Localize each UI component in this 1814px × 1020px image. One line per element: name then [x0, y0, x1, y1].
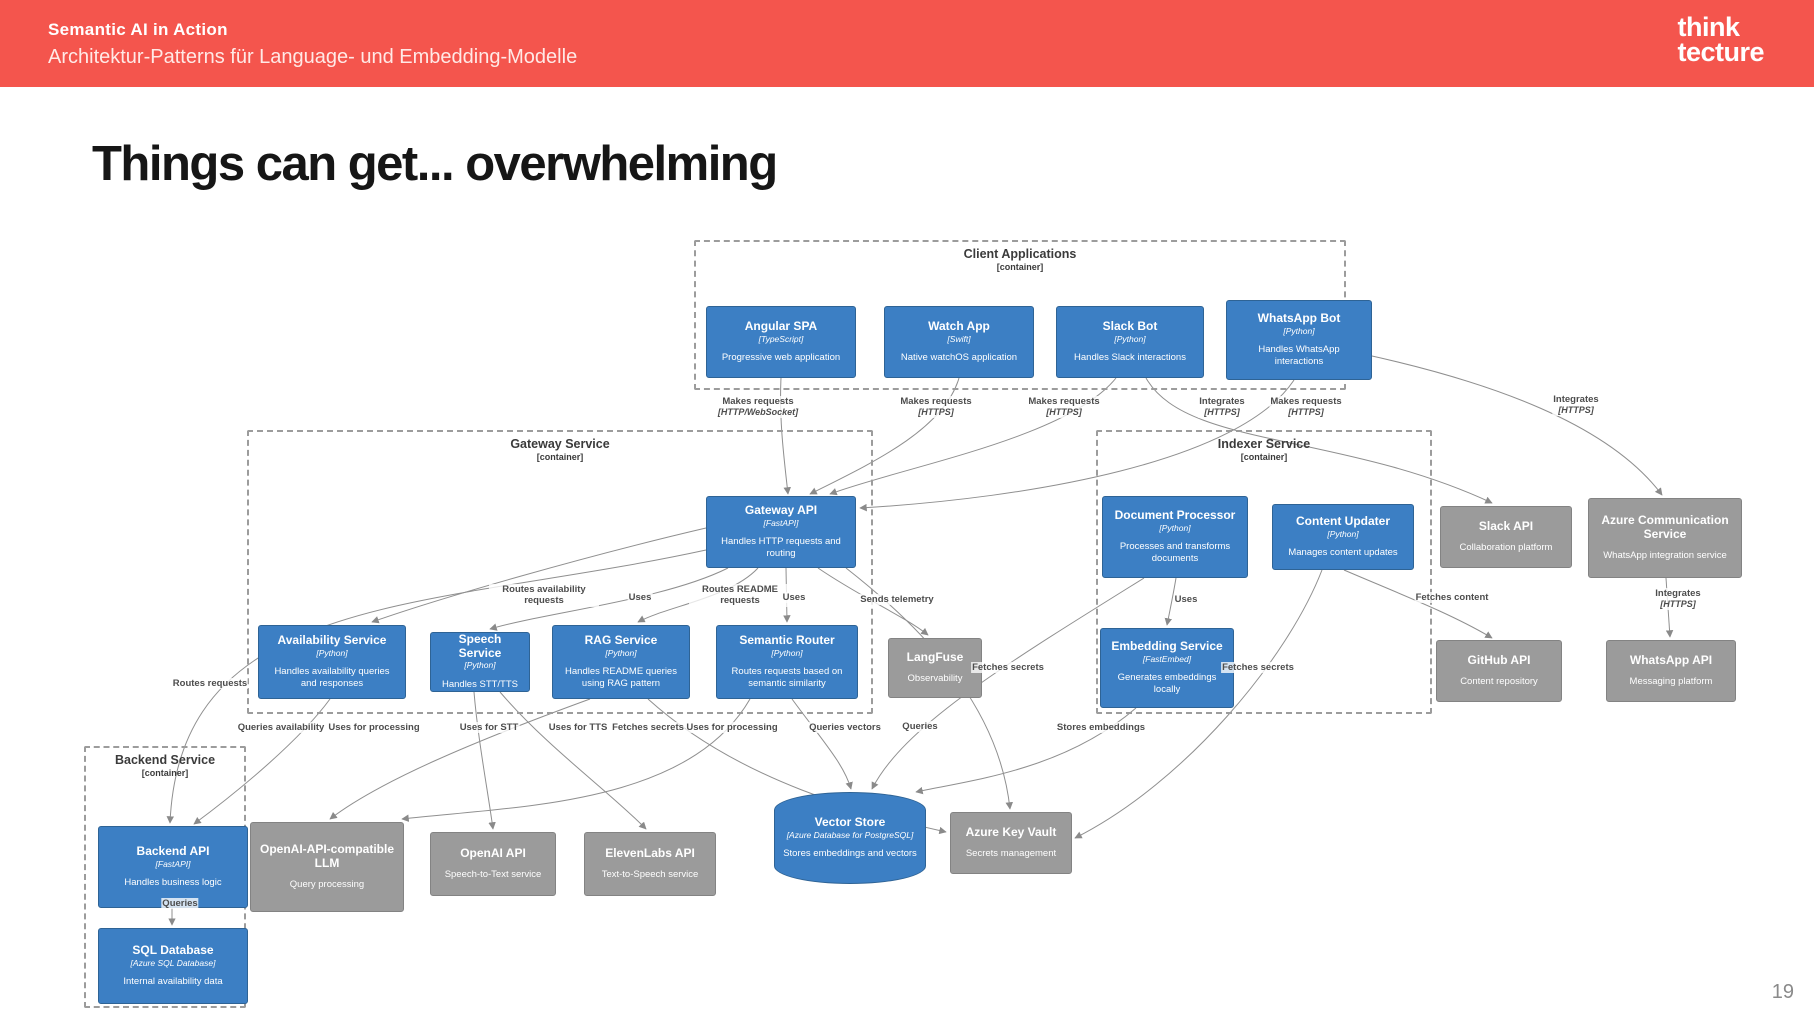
logo-line-2: tecture	[1677, 37, 1764, 68]
edge-label: Uses for processing	[685, 722, 779, 734]
edge-label: Routes requests	[171, 678, 249, 690]
edge-label: Routes availability requests	[489, 584, 599, 607]
node-slack-api: Slack API Collaboration platform	[1440, 506, 1572, 568]
node-angular-spa: Angular SPA [TypeScript] Progressive web…	[706, 306, 856, 378]
edge-embedding-vectorstore	[915, 707, 1137, 795]
node-langfuse: LangFuse Observability	[888, 638, 982, 698]
node-embedding-service: Embedding Service [FastEmbed] Generates …	[1100, 628, 1234, 708]
edge-router-llm	[401, 698, 751, 822]
edge-label: Sends telemetry	[859, 594, 935, 606]
edge-label: Uses	[627, 592, 653, 604]
edge-label: Makes requests[HTTP/WebSocket]	[716, 396, 800, 419]
header-bar: Semantic AI in Action Architektur-Patter…	[0, 0, 1814, 87]
edge-label: Queries availability	[236, 722, 326, 734]
edge-label: Uses	[1173, 594, 1199, 606]
node-rag-service: RAG Service [Python] Handles README quer…	[552, 625, 690, 699]
node-github-api: GitHub API Content repository	[1436, 640, 1562, 702]
edge-label: Queries	[161, 898, 199, 910]
node-availability-service: Availability Service [Python] Handles av…	[258, 625, 406, 699]
node-elevenlabs-api: ElevenLabs API Text-to-Speech service	[584, 832, 716, 896]
node-openai-api: OpenAI API Speech-to-Text service	[430, 832, 556, 896]
edge-label: Uses	[781, 592, 807, 604]
node-sql-database: SQL Database [Azure SQL Database] Intern…	[98, 928, 248, 1004]
edge-label: Routes README requests	[689, 584, 791, 607]
edge-label: Uses for processing	[327, 722, 421, 734]
page-number: 19	[1771, 981, 1794, 1003]
node-document-processor: Document Processor [Python] Processes an…	[1102, 496, 1248, 578]
node-speech-service: Speech Service [Python] Handles STT/TTS	[430, 632, 530, 692]
edge-label: Integrates[HTTPS]	[1198, 396, 1246, 419]
edge-label: Makes requests[HTTPS]	[1269, 396, 1343, 419]
node-backend-api: Backend API [FastAPI] Handles business l…	[98, 826, 248, 908]
edge-label: Makes requests[HTTPS]	[899, 396, 973, 419]
group-header: Gateway Service [container]	[510, 437, 610, 462]
group-gateway-service: Gateway Service [container]	[247, 430, 873, 714]
group-header: Indexer Service [container]	[1217, 437, 1311, 462]
node-whatsapp-api: WhatsApp API Messaging platform	[1606, 640, 1736, 702]
node-vector-store: Vector Store [Azure Database for Postgre…	[774, 792, 926, 884]
node-azure-key-vault: Azure Key Vault Secrets management	[950, 812, 1072, 874]
edge-label: Fetches secrets	[1221, 662, 1295, 674]
deck-subtitle: Architektur-Patterns für Language- und E…	[48, 46, 578, 68]
node-watch-app: Watch App [Swift] Native watchOS applica…	[884, 306, 1034, 378]
edge-label: Uses for STT	[458, 722, 520, 734]
edge-label: Integrates[HTTPS]	[1552, 394, 1600, 417]
node-gateway-api: Gateway API [FastAPI] Handles HTTP reque…	[706, 496, 856, 568]
edge-label: Fetches secrets	[611, 722, 685, 734]
deck-title: Semantic AI in Action	[48, 20, 228, 39]
node-azure-communication-service: Azure Communication Service WhatsApp int…	[1588, 498, 1742, 578]
group-header: Client Applications [container]	[963, 247, 1077, 272]
edge-label: Queries vectors	[808, 722, 882, 734]
edge-label: Fetches secrets	[971, 662, 1045, 674]
edge-label: Makes requests[HTTPS]	[1027, 396, 1101, 419]
thinktecture-logo: think tecture	[1677, 12, 1764, 68]
edge-label: Stores embeddings	[1055, 722, 1147, 734]
node-openai-compatible-llm: OpenAI-API-compatible LLM Query processi…	[250, 822, 404, 912]
group-header: Backend Service [container]	[114, 753, 216, 778]
logo-line-1: think	[1677, 12, 1740, 42]
node-whatsapp-bot: WhatsApp Bot [Python] Handles WhatsApp i…	[1226, 300, 1372, 380]
node-slack-bot: Slack Bot [Python] Handles Slack interac…	[1056, 306, 1204, 378]
edge-label: Uses for TTS	[547, 722, 609, 734]
edge-label: Fetches content	[1414, 592, 1490, 604]
page-title: Things can get... overwhelming	[92, 137, 778, 191]
node-content-updater: Content Updater [Python] Manages content…	[1272, 504, 1414, 570]
edge-label: Queries	[901, 721, 939, 733]
edge-label: Integrates[HTTPS]	[1654, 588, 1702, 611]
edge-rag-llm	[329, 698, 591, 820]
group-indexer-service: Indexer Service [container]	[1096, 430, 1432, 714]
node-semantic-router: Semantic Router [Python] Routes requests…	[716, 625, 858, 699]
